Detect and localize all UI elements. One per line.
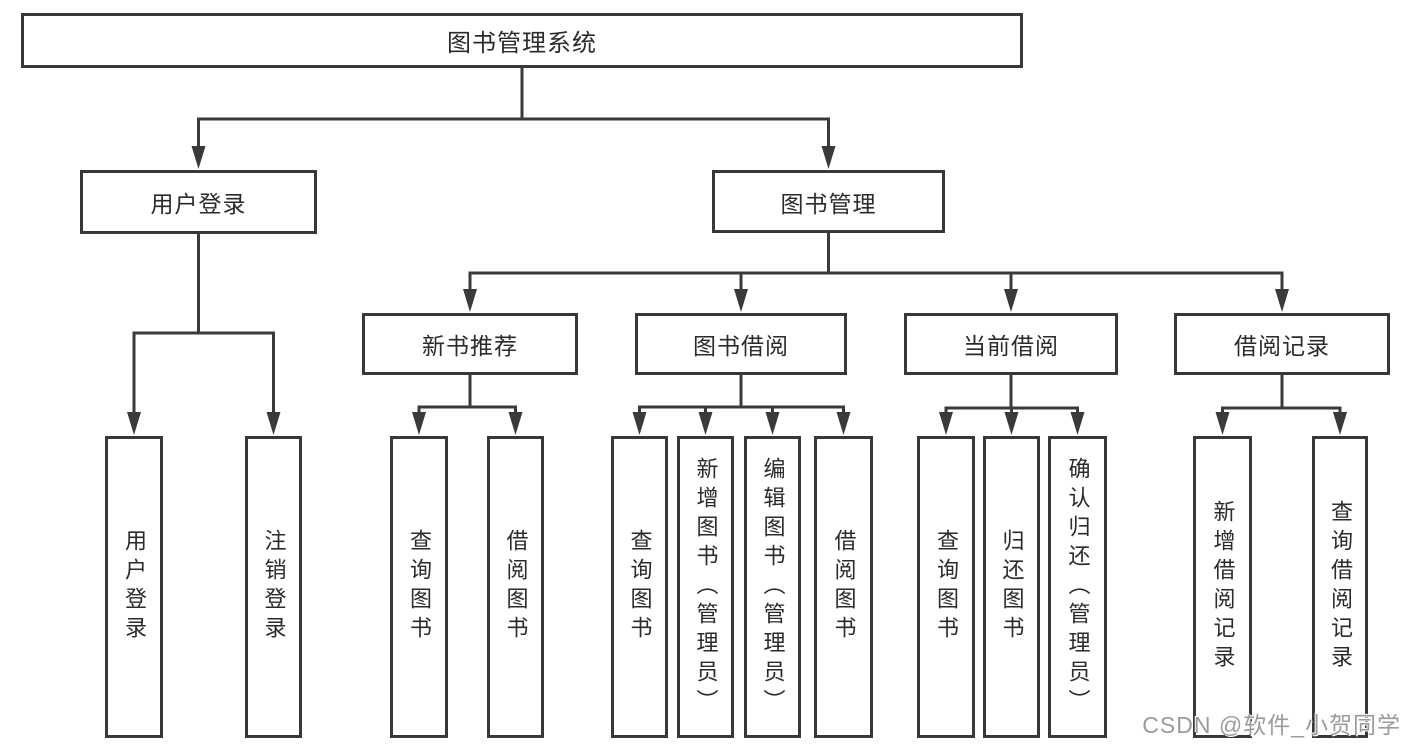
node-book-borrow: 图书借阅	[635, 313, 847, 375]
node-label: 确认归还（管理员）	[1065, 456, 1091, 718]
arrowhead	[508, 412, 523, 435]
edge-current-borrow	[939, 375, 1085, 435]
node-new-book-recommend: 新书推荐	[362, 313, 578, 375]
node-root: 图书管理系统	[21, 13, 1023, 68]
node-leaf-user-login: 用户登录	[105, 436, 163, 738]
node-borrow-records: 借阅记录	[1174, 313, 1390, 375]
node-label: 新增借阅记录	[1210, 500, 1236, 674]
node-label: 查询图书	[934, 529, 959, 645]
arrowhead	[127, 412, 141, 435]
arrowhead	[1004, 412, 1019, 435]
node-leaf-nr-query: 查询图书	[390, 436, 448, 738]
node-leaf-rec-add: 新增借阅记录	[1193, 436, 1252, 738]
node-leaf-nr-borrow: 借阅图书	[487, 436, 544, 738]
arrowhead	[1215, 412, 1230, 435]
node-label: 归还图书	[999, 529, 1025, 645]
node-label: 查询图书	[407, 529, 432, 645]
node-leaf-bw-query: 查询图书	[611, 436, 668, 738]
arrowhead	[734, 289, 748, 312]
arrowhead	[698, 412, 713, 435]
node-book-management: 图书管理	[712, 170, 945, 233]
edge-user-login	[127, 234, 281, 435]
node-label: 查询图书	[627, 529, 653, 645]
node-label: 新增图书（管理员）	[693, 456, 719, 718]
node-leaf-rec-query: 查询借阅记录	[1312, 436, 1368, 738]
arrowhead	[836, 412, 851, 435]
node-label: 借阅图书	[831, 529, 857, 645]
node-label: 借阅记录	[1234, 333, 1330, 359]
node-leaf-cur-confirm: 确认归还（管理员）	[1048, 436, 1107, 738]
node-label: 图书管理	[780, 190, 877, 217]
connector-line	[468, 233, 1284, 297]
connector-line	[132, 234, 275, 420]
node-label: 当前借阅	[963, 333, 1059, 359]
arrowhead	[191, 146, 206, 169]
node-user-login: 用户登录	[80, 170, 317, 234]
arrowhead	[632, 412, 647, 435]
node-label: 图书借阅	[693, 333, 789, 359]
arrowhead	[1275, 289, 1289, 312]
arrowhead	[463, 289, 477, 312]
edge-root	[191, 68, 836, 169]
node-label: 图书管理系统	[447, 30, 597, 57]
node-label: 注销登录	[261, 529, 287, 645]
arrowhead	[266, 412, 281, 435]
node-leaf-cur-return: 归还图书	[983, 436, 1040, 738]
node-current-borrow: 当前借阅	[904, 313, 1118, 375]
watermark: CSDN @软件_小贺同学	[1142, 712, 1401, 738]
node-leaf-logout: 注销登录	[245, 436, 302, 738]
arrowhead	[765, 412, 780, 435]
arrowhead	[1004, 289, 1018, 312]
arrowhead	[821, 146, 836, 169]
connector-line	[1221, 375, 1342, 420]
edge-book-management	[463, 233, 1289, 312]
edge-borrow-records	[1215, 375, 1347, 435]
node-leaf-bw-edit: 编辑图书（管理员）	[744, 436, 801, 738]
edge-new-book-recommend	[412, 375, 523, 435]
connector-line	[638, 375, 845, 420]
node-label: 新书推荐	[422, 333, 518, 359]
connector-line	[417, 375, 517, 420]
node-label: 编辑图书（管理员）	[760, 456, 786, 718]
edge-book-borrow	[632, 375, 851, 435]
node-label: 借阅图书	[503, 529, 529, 645]
node-label: 用户登录	[150, 191, 247, 217]
arrowhead	[412, 412, 426, 435]
node-label: 查询借阅记录	[1328, 500, 1353, 674]
node-leaf-bw-add: 新增图书（管理员）	[677, 436, 734, 738]
arrowhead	[1070, 412, 1085, 435]
node-leaf-cur-query: 查询图书	[917, 436, 975, 738]
node-label: 用户登录	[122, 529, 147, 645]
arrowhead	[939, 412, 953, 435]
node-leaf-bw-borrow: 借阅图书	[814, 436, 873, 738]
arrowhead	[1333, 412, 1347, 435]
connector-line	[197, 68, 830, 154]
